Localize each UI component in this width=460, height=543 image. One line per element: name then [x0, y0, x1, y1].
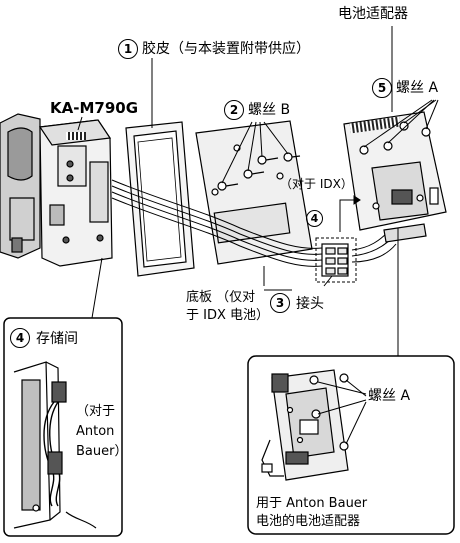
base-plate-label-line1: 底板 （仅对 [186, 290, 256, 305]
storage-inset-drawing [13, 361, 97, 529]
connector-dashed-frame [315, 237, 357, 283]
screw-b-number: 2 [224, 100, 244, 120]
gasket-number: 1 [118, 39, 138, 59]
storage-marker-number: 4 [306, 210, 323, 227]
screws-a-leaders [363, 99, 439, 148]
for-idx-label: （对于 IDX） [280, 177, 353, 191]
gasket [125, 121, 195, 277]
base-plate-label-line2: 于 IDX 电池） [186, 308, 270, 323]
gasket-label: 胶皮（与本装置附带供应） [142, 41, 310, 57]
connector [321, 243, 349, 277]
connector-label: 接头 [296, 296, 324, 312]
inset-caption-line1: 用于 Anton Bauer [256, 496, 368, 511]
inset-caption-line2: 电池的电池适配器 [256, 514, 361, 529]
battery-adapter [343, 111, 447, 243]
wire-harness [111, 179, 397, 267]
screws-a [359, 121, 431, 210]
inset-screw-a-label: 螺丝 A [368, 388, 411, 404]
battery-adapter-label: 电池适配器 [338, 6, 408, 22]
anton-bauer-screw-leaders [317, 379, 367, 445]
base-plate [195, 120, 313, 265]
anton-label-line2: Anton [76, 424, 115, 439]
screws-b-leaders [221, 121, 289, 184]
anton-bauer-adapter-drawing [261, 369, 349, 481]
screw-b-label: 螺丝 B [248, 102, 291, 118]
storage-number: 4 [10, 328, 30, 348]
camera-body [0, 113, 113, 267]
screw-a-number: 5 [372, 78, 392, 98]
anton-label-line3: Bauer） [76, 444, 128, 459]
screw-a-label: 螺丝 A [396, 80, 439, 96]
storage-label: 存储间 [36, 331, 78, 347]
anton-label-line1: （对于 [76, 404, 116, 419]
camera-model-label: KA-M790G [50, 99, 139, 117]
connector-number: 3 [270, 293, 290, 313]
screws-b [217, 152, 301, 191]
leader-lines [77, 26, 399, 356]
